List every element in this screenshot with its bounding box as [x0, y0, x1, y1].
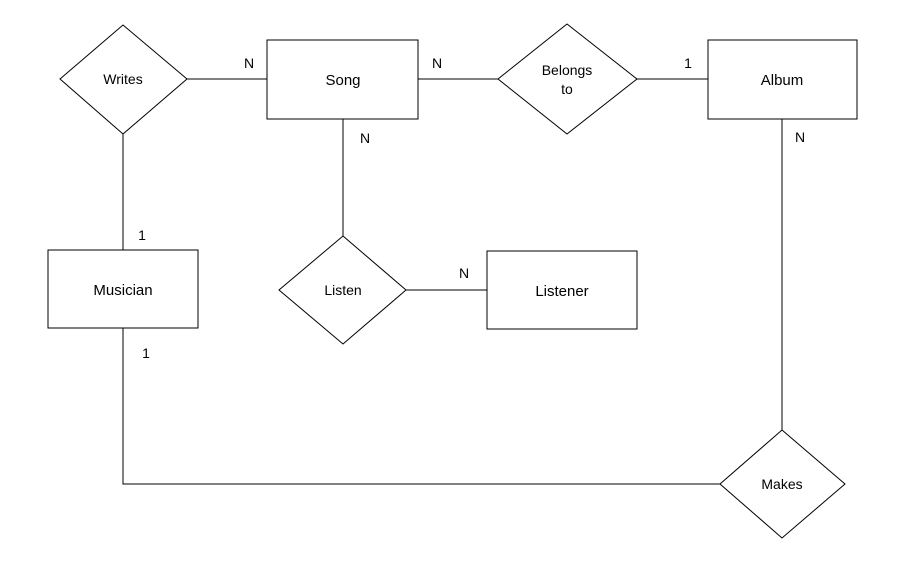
relationship-listen[interactable]: Listen — [278, 235, 407, 345]
listener-label: Listener — [535, 283, 588, 300]
musician-box — [47, 249, 199, 329]
album-box — [707, 39, 858, 120]
song-box — [266, 39, 419, 120]
listen-label: Listen — [324, 282, 361, 298]
connectors — [122, 78, 783, 485]
makes-label: Makes — [761, 476, 802, 492]
belongs-to-label-line1: Belongs — [542, 62, 593, 78]
belongs-to-label-line2: to — [561, 81, 573, 97]
entity-musician[interactable]: Musician — [47, 249, 199, 329]
entity-album[interactable]: Album — [707, 39, 858, 120]
listen-diamond — [278, 235, 407, 345]
writes-label: Writes — [103, 71, 142, 87]
relationship-writes[interactable]: Writes — [59, 24, 188, 135]
cardinality-song-belongs: N — [432, 55, 442, 71]
cardinality-belongs-album: 1 — [684, 55, 692, 71]
writes-diamond — [59, 24, 188, 135]
edge-musician-makes — [122, 328, 720, 485]
cardinality-listen-listener: N — [459, 265, 469, 281]
cardinalities: N 1 N 1 N N N 1 — [138, 55, 805, 361]
relationship-makes[interactable]: Makes — [719, 429, 846, 539]
song-label: Song — [325, 72, 360, 89]
entity-song[interactable]: Song — [266, 39, 419, 120]
entity-listener[interactable]: Listener — [486, 250, 638, 330]
cardinality-writes-musician: 1 — [138, 227, 146, 243]
musician-label: Musician — [93, 282, 152, 299]
cardinality-song-listen: N — [360, 130, 370, 146]
cardinality-writes-song: N — [244, 55, 254, 71]
cardinality-album-makes: N — [795, 129, 805, 145]
makes-diamond — [719, 429, 846, 539]
relationship-belongs-to[interactable]: Belongs to — [497, 23, 638, 135]
cardinality-musician-makes: 1 — [142, 345, 150, 361]
listener-box — [486, 250, 638, 330]
belongs-to-diamond — [497, 23, 638, 135]
album-label: Album — [761, 72, 804, 89]
